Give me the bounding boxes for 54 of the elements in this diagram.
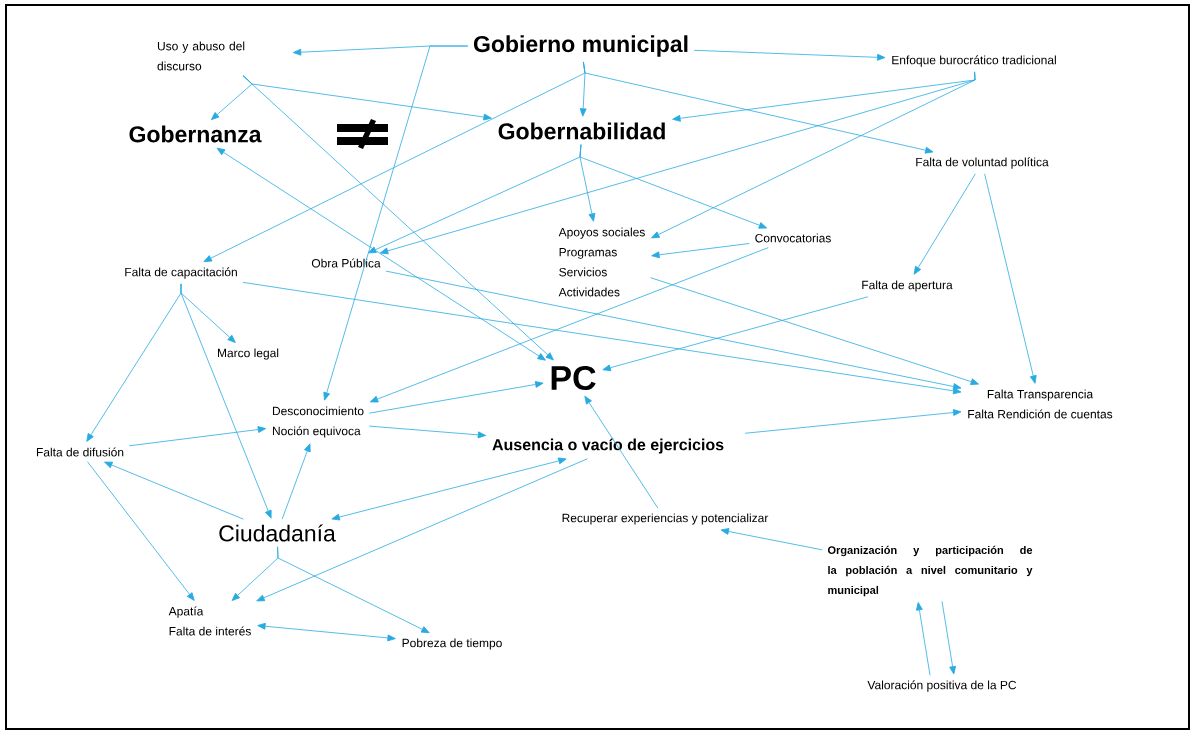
arrow — [602, 296, 869, 372]
arrow — [916, 602, 931, 676]
text-label: Falta de apertura — [862, 280, 953, 292]
heading-label: Gobierno municipal — [473, 35, 688, 57]
text-label: Marco legal — [218, 348, 279, 360]
arrow — [242, 281, 962, 395]
text-label: Obra Pública — [311, 258, 381, 268]
text-label: Falta de difusión — [36, 447, 124, 457]
text-label: Valoración positiva de la PC — [867, 680, 1017, 692]
arrow — [242, 75, 554, 361]
arrow — [180, 283, 272, 519]
text-label: Organización y participación de la población a nivel comunitario y municipal — [827, 545, 1033, 597]
arrow — [941, 600, 956, 675]
arrow — [87, 461, 195, 601]
arrow — [368, 381, 544, 414]
arrow — [913, 173, 976, 275]
arrow — [256, 458, 588, 602]
text-label: Apoyos sociales Programas Servicios Actividades — [558, 227, 645, 297]
arrow — [367, 144, 582, 254]
heading-label: PC — [551, 365, 596, 391]
arrow — [257, 622, 396, 642]
arrow — [104, 461, 244, 520]
text-label: Falta de capacitación — [125, 267, 237, 279]
heading-label: Ciudadanía — [219, 524, 336, 542]
arrow — [216, 147, 546, 361]
arrow — [368, 425, 487, 439]
arrow — [651, 243, 750, 259]
arrow — [984, 173, 1037, 384]
text-label: Enfoque burocrático tradicional — [892, 55, 1056, 67]
arrow — [323, 45, 469, 401]
arrow — [277, 546, 430, 634]
arrow — [128, 426, 267, 447]
text-label: Apatía Falta de interés — [168, 606, 251, 636]
arrow — [385, 270, 962, 390]
text-label: Desconocimiento Noción equivoca — [272, 406, 364, 438]
arrow — [331, 457, 567, 521]
text-label: Recuperar experiencias y potencializar — [562, 513, 769, 525]
text-label: Convocatorias — [755, 233, 831, 243]
arrow — [582, 61, 934, 154]
arrow — [651, 71, 976, 239]
arrow — [650, 277, 979, 385]
text-label: Uso y abuso del discurso — [157, 41, 245, 71]
arrow — [720, 528, 823, 551]
arrow — [744, 409, 962, 434]
heading-label: Gobernabilidad — [498, 122, 665, 140]
arrow — [693, 49, 886, 61]
text-label: Pobreza de tiempo — [402, 638, 502, 650]
text-label: Falta Transparencia Falta Rendición de cuentas — [968, 389, 1113, 419]
heading-label: Gobernanza — [129, 125, 262, 143]
arrow — [584, 395, 659, 509]
arrow — [281, 443, 311, 520]
arrow — [369, 247, 769, 403]
text-label: Falta de voluntad política — [916, 157, 1049, 169]
text-label: Ausencia o vacío de ejercicios — [492, 438, 724, 454]
